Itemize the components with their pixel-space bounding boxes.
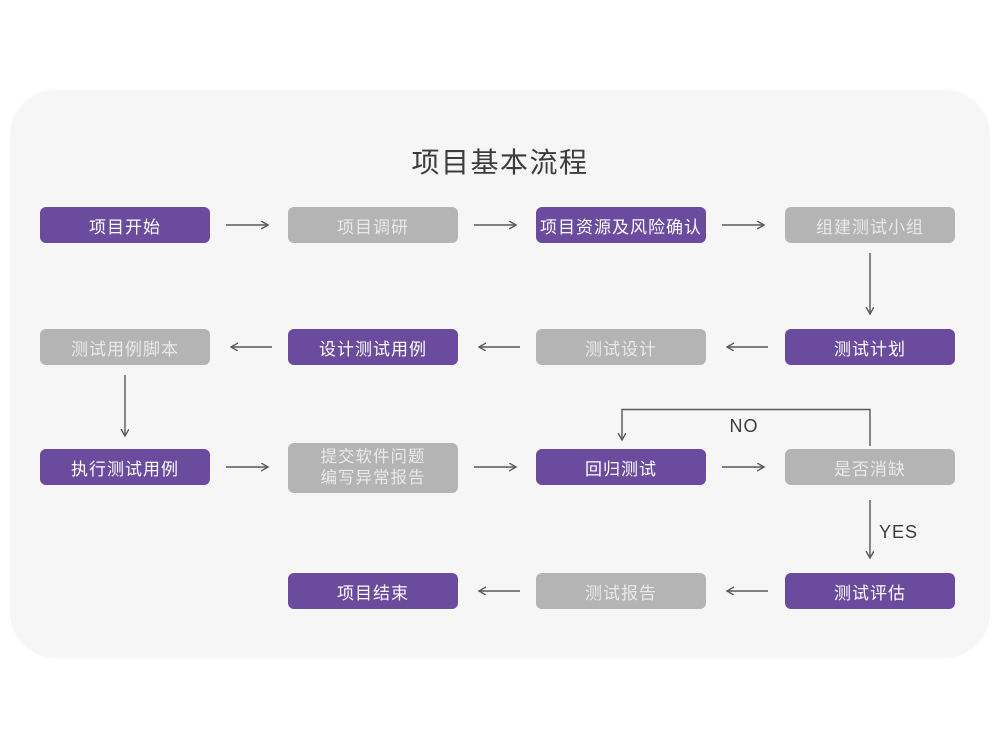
branch-label-yes: YES: [879, 522, 919, 542]
branch-label-no: NO: [729, 416, 759, 436]
node-test-plan: 测试计划: [785, 329, 955, 365]
node-defect-cleared: 是否消缺: [785, 449, 955, 485]
flowchart-card: [10, 90, 990, 658]
node-project-start: 项目开始: [40, 207, 210, 243]
page-title: 项目基本流程: [411, 147, 589, 178]
node-test-report: 测试报告: [536, 573, 706, 609]
node-test-design: 测试设计: [536, 329, 706, 365]
node-submit-issue-report: 提交软件问题 编写异常报告: [288, 443, 458, 493]
node-design-test-case: 设计测试用例: [288, 329, 458, 365]
node-resource-risk-confirm: 项目资源及风险确认: [536, 207, 706, 243]
node-project-research: 项目调研: [288, 207, 458, 243]
node-regression-test: 回归测试: [536, 449, 706, 485]
node-build-test-team: 组建测试小组: [785, 207, 955, 243]
node-test-case-script: 测试用例脚本: [40, 329, 210, 365]
node-test-evaluation: 测试评估: [785, 573, 955, 609]
node-project-end: 项目结束: [288, 573, 458, 609]
node-execute-test-case: 执行测试用例: [40, 449, 210, 485]
